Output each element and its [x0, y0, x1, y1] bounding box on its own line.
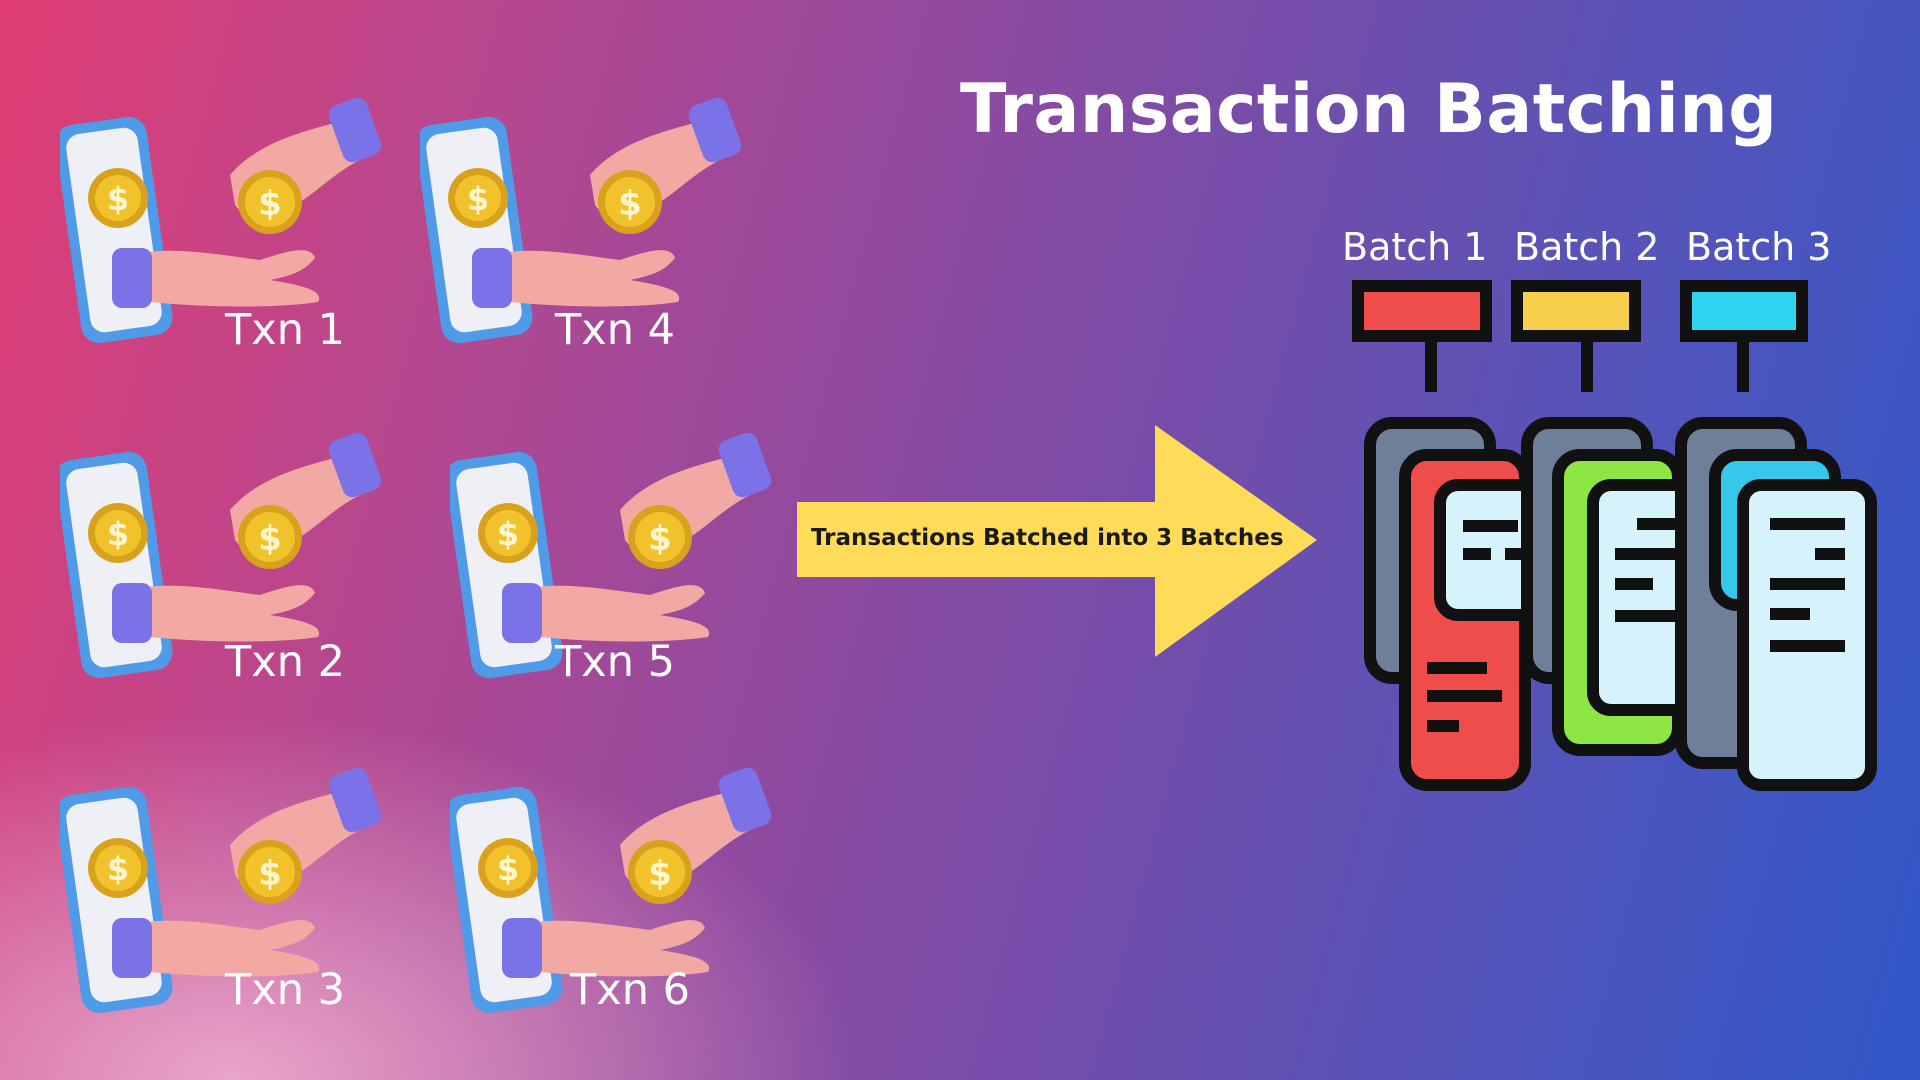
coin-icon: $ — [88, 838, 148, 898]
page-title: Transaction Batching — [960, 70, 1778, 149]
phone-icon — [420, 116, 533, 344]
batch-label-2: Batch 2 — [1514, 225, 1660, 269]
svg-text:$: $ — [107, 180, 129, 218]
svg-text:$: $ — [648, 519, 672, 559]
svg-text:$: $ — [258, 854, 282, 894]
svg-text:$: $ — [107, 850, 129, 888]
phone-icon — [60, 116, 173, 344]
hand-receiving-icon — [502, 583, 710, 643]
coin-icon: $ — [448, 168, 508, 228]
coin-icon: $ — [478, 838, 538, 898]
hand-receiving-icon — [112, 918, 320, 978]
phone-icon — [60, 451, 173, 679]
transaction-2: $ $ — [60, 415, 400, 735]
coin-icon: $ — [598, 170, 662, 234]
arrow-label: Transactions Batched into 3 Batches — [811, 525, 1284, 551]
coin-icon: $ — [238, 840, 302, 904]
transaction-4: $ $ — [420, 80, 760, 400]
svg-text:$: $ — [467, 180, 489, 218]
coin-icon: $ — [478, 503, 538, 563]
transaction-3: $ $ — [60, 750, 400, 1070]
transaction-label-1: Txn 1 — [225, 305, 345, 355]
svg-text:$: $ — [497, 515, 519, 553]
transaction-label-6: Txn 6 — [570, 965, 690, 1015]
svg-text:$: $ — [497, 850, 519, 888]
coin-icon: $ — [88, 503, 148, 563]
hand-receiving-icon — [472, 248, 680, 308]
hand-receiving-icon — [502, 918, 710, 978]
transaction-label-2: Txn 2 — [225, 637, 345, 687]
batch-tag-1 — [1352, 280, 1492, 392]
svg-text:$: $ — [107, 515, 129, 553]
phone-icon — [450, 451, 563, 679]
transaction-6: $ $ — [450, 750, 790, 1070]
batch-tag-2 — [1511, 280, 1641, 392]
transaction-label-3: Txn 3 — [225, 965, 345, 1015]
svg-text:$: $ — [648, 854, 672, 894]
coin-icon: $ — [628, 840, 692, 904]
batch-label-1: Batch 1 — [1342, 225, 1488, 269]
svg-text:$: $ — [618, 184, 642, 224]
transaction-1: $ $ — [60, 80, 400, 400]
server-batch-icon — [1352, 280, 1877, 791]
phone-icon — [60, 786, 173, 1014]
hand-receiving-icon — [112, 583, 320, 643]
svg-text:$: $ — [258, 519, 282, 559]
transaction-label-5: Txn 5 — [555, 637, 675, 687]
svg-text:$: $ — [258, 184, 282, 224]
transaction-5: $ $ — [450, 415, 790, 735]
batch-stack-3 — [1675, 417, 1877, 791]
batch-label-3: Batch 3 — [1686, 225, 1832, 269]
transaction-label-4: Txn 4 — [555, 305, 675, 355]
coin-icon: $ — [238, 170, 302, 234]
phone-icon — [450, 786, 563, 1014]
coin-icon: $ — [238, 505, 302, 569]
hand-receiving-icon — [112, 248, 320, 308]
arrow-right-icon — [797, 425, 1317, 657]
coin-icon: $ — [88, 168, 148, 228]
batch-tag-3 — [1680, 280, 1808, 392]
coin-icon: $ — [628, 505, 692, 569]
